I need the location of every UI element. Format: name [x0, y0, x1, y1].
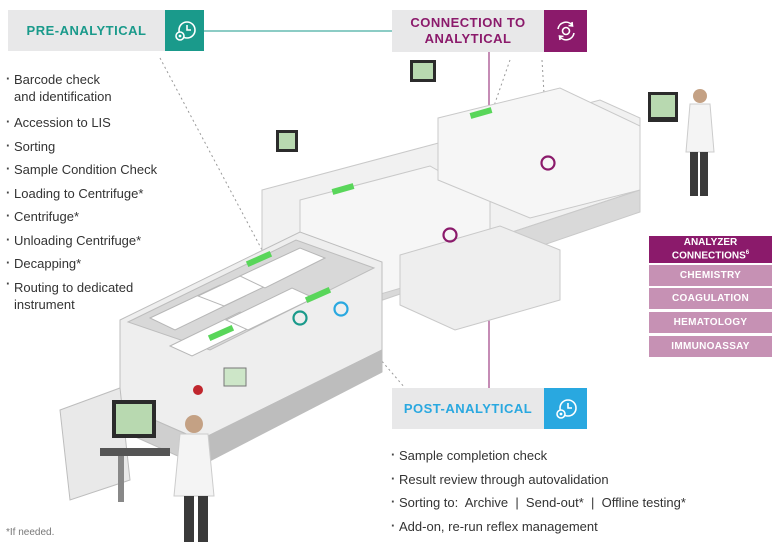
list-item: Unloading Centrifuge*	[6, 228, 186, 253]
gear-clock-icon	[544, 388, 587, 429]
pre-analytical-header: PRE-ANALYTICAL	[8, 10, 165, 51]
list-item: Loading to Centrifuge*	[6, 181, 186, 206]
front-monitor-screen	[116, 404, 152, 434]
connection-header: CONNECTION TO ANALYTICAL	[392, 10, 544, 52]
post-analytical-title: POST-ANALYTICAL	[403, 401, 533, 416]
post-marker-blue	[333, 301, 349, 317]
list-item: Sorting to: Archive | Send-out* | Offlin…	[391, 490, 776, 515]
post-analytical-steps: Sample completion check Result review th…	[391, 443, 776, 539]
right-operator-figure	[685, 89, 715, 196]
analyzer-connections-title-2: CONNECTIONS	[671, 250, 746, 262]
pre-marker-teal	[292, 310, 308, 326]
module-logo	[193, 385, 203, 395]
list-item: Centrifuge*	[6, 204, 186, 229]
module-green-light-1	[245, 250, 273, 268]
analyzer-item-coagulation: COAGULATION	[649, 288, 772, 309]
pre-analytical-title: PRE-ANALYTICAL	[26, 23, 147, 38]
analyzer-item-chemistry: CHEMISTRY	[649, 265, 772, 286]
connection-marker-1	[442, 227, 458, 243]
analyzer-item-immunoassay: IMMUNOASSAY	[649, 336, 772, 357]
module-screen	[223, 367, 247, 387]
list-item: Sorting	[6, 134, 186, 159]
gear-clock-icon	[165, 10, 204, 51]
post-analytical-header: POST-ANALYTICAL	[392, 388, 544, 429]
footnote: *If needed.	[6, 527, 55, 538]
module-green-light-3	[207, 324, 235, 342]
analyzer-connections-title-1: ANALYZER	[683, 237, 738, 249]
module-green-light-2	[304, 286, 332, 304]
front-operator-figure	[173, 415, 215, 542]
footnote-ref: 6	[745, 250, 750, 257]
connection-title-line2: ANALYTICAL	[424, 31, 512, 46]
analyzer-connections-header: ANALYZER CONNECTIONS6	[649, 236, 772, 263]
list-item: Sample Condition Check	[6, 157, 186, 182]
list-item: Result review through autovalidation	[391, 467, 776, 492]
list-item: Accession to LIS	[6, 110, 186, 135]
analyzer-item-hematology: HEMATOLOGY	[649, 312, 772, 333]
list-item: Add-on, re-run reflex management	[391, 514, 776, 539]
list-item: Sample completion check	[391, 443, 776, 468]
analyzer-green-light-2	[469, 107, 493, 119]
connection-title-line1: CONNECTION TO	[410, 15, 526, 30]
workstation-desk	[100, 448, 170, 456]
analyzer-green-light-1	[331, 183, 355, 195]
connection-marker-2	[540, 155, 556, 171]
list-item: Decapping*	[6, 251, 186, 276]
gear-cycle-icon	[544, 10, 587, 52]
